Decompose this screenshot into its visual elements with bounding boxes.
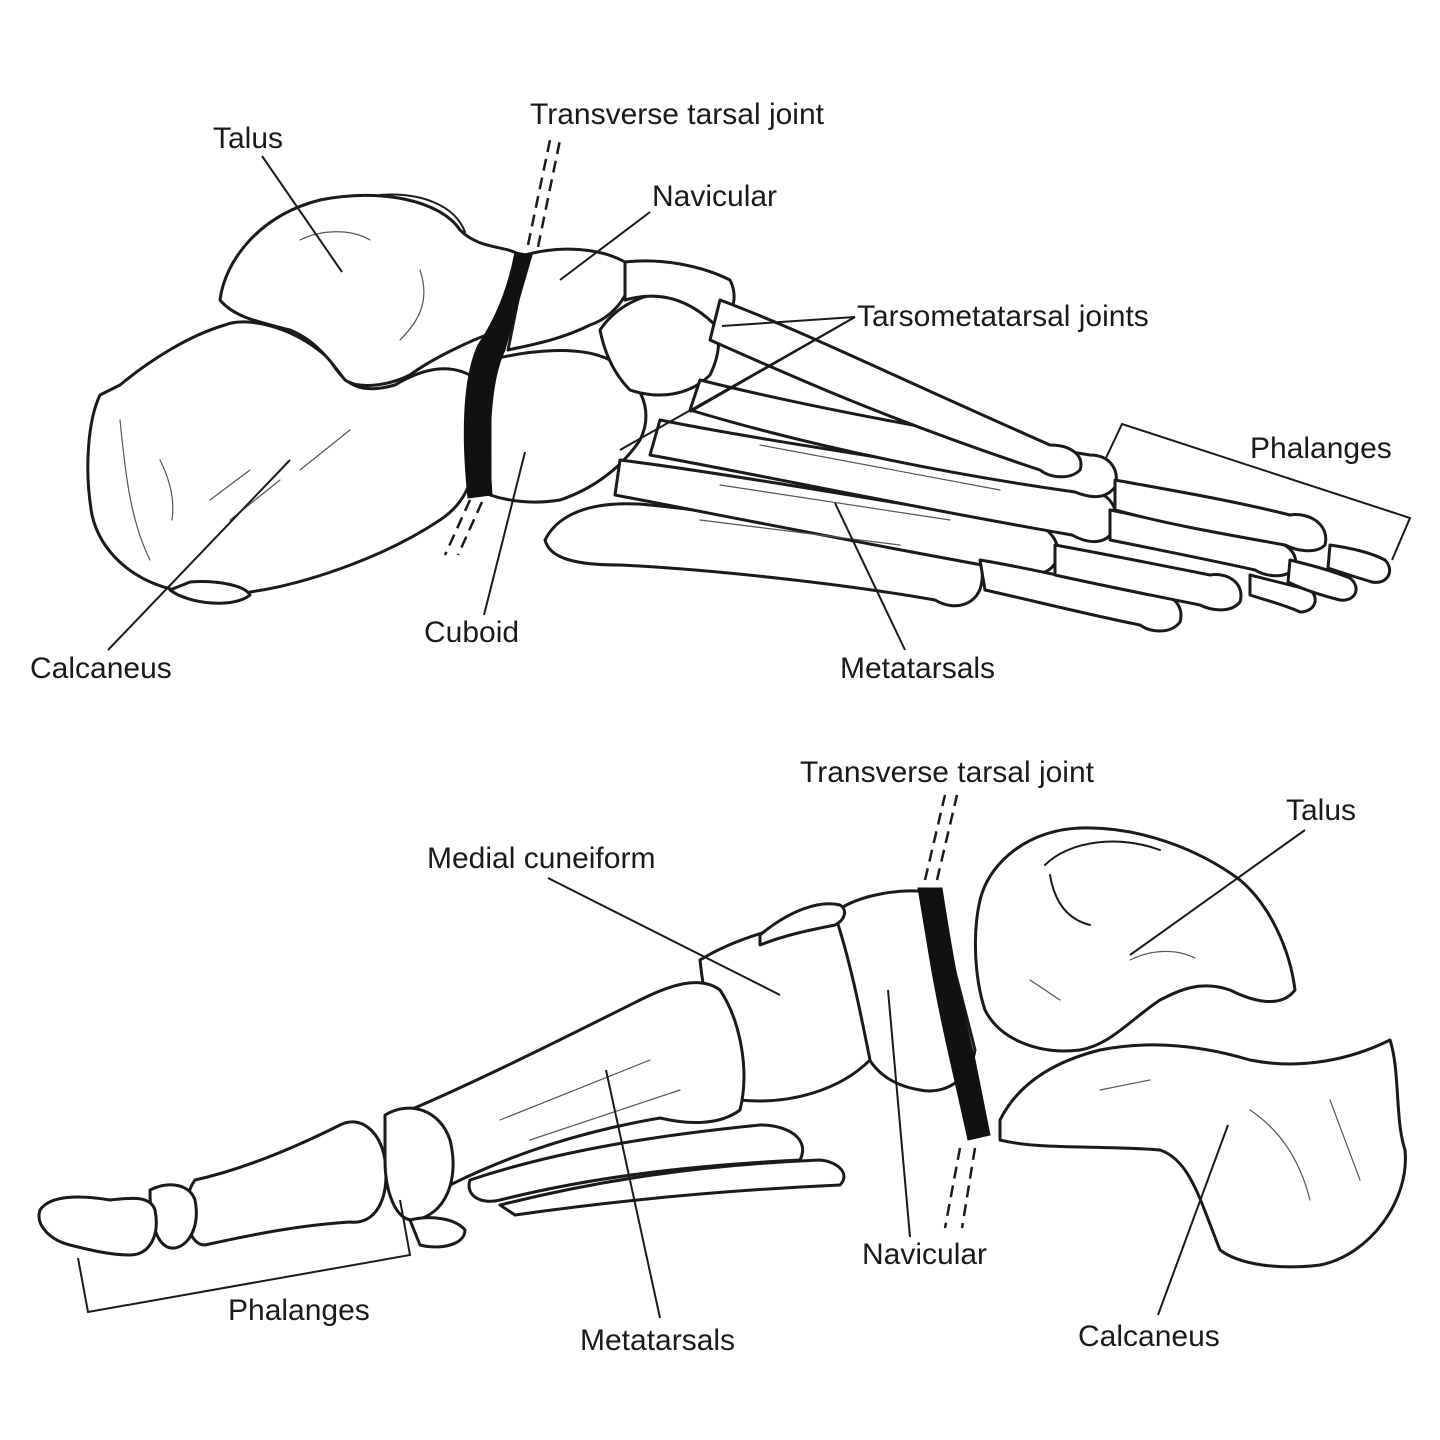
lateral-label-calcaneus: Calcaneus (30, 652, 172, 685)
lateral-phalanges-bracket (1104, 422, 1412, 561)
medial-phalanges-bracket (77, 1199, 412, 1314)
lateral-transverse-tarsal-joint (463, 251, 533, 499)
medial-leader-lines (547, 829, 1306, 1319)
lateral-label-talus: Talus (213, 122, 283, 155)
lateral-label-navicular: Navicular (652, 180, 777, 213)
lateral-foot-illustration (86, 139, 1391, 633)
medial-label-metatarsals: Metatarsals (580, 1324, 735, 1357)
lateral-label-phalanges: Phalanges (1250, 432, 1392, 465)
lateral-label-cuboid: Cuboid (424, 616, 519, 649)
medial-distal-phalanx (37, 1195, 158, 1257)
lateral-label-tarsometatarsal-joints: Tarsometatarsal joints (857, 300, 1149, 333)
medial-metatarsal-1 (393, 981, 746, 1190)
lateral-navicular-bone (506, 247, 632, 352)
lateral-leader-lines (107, 155, 906, 651)
lateral-labels: Talus Transverse tarsal joint Navicular … (30, 98, 1392, 685)
medial-label-calcaneus: Calcaneus (1078, 1320, 1220, 1353)
medial-talus-bone (973, 826, 1297, 1053)
medial-label-talus: Talus (1286, 794, 1356, 827)
medial-labels: Transverse tarsal joint Talus Medial cun… (228, 756, 1356, 1357)
lateral-label-metatarsals: Metatarsals (840, 652, 995, 685)
medial-label-phalanges: Phalanges (228, 1294, 370, 1327)
medial-label-medial-cuneiform: Medial cuneiform (427, 842, 655, 875)
medial-proximal-phalanx (184, 1120, 388, 1247)
medial-transverse-tarsal-joint (917, 887, 991, 1141)
medial-calcaneus-bone (998, 1038, 1407, 1269)
lateral-cuboid-bone (488, 349, 648, 504)
medial-label-transverse-tarsal-joint: Transverse tarsal joint (800, 756, 1095, 789)
medial-foot-illustration (37, 794, 1407, 1269)
lateral-label-transverse-tarsal-joint: Transverse tarsal joint (530, 98, 825, 131)
medial-label-navicular: Navicular (862, 1238, 987, 1271)
